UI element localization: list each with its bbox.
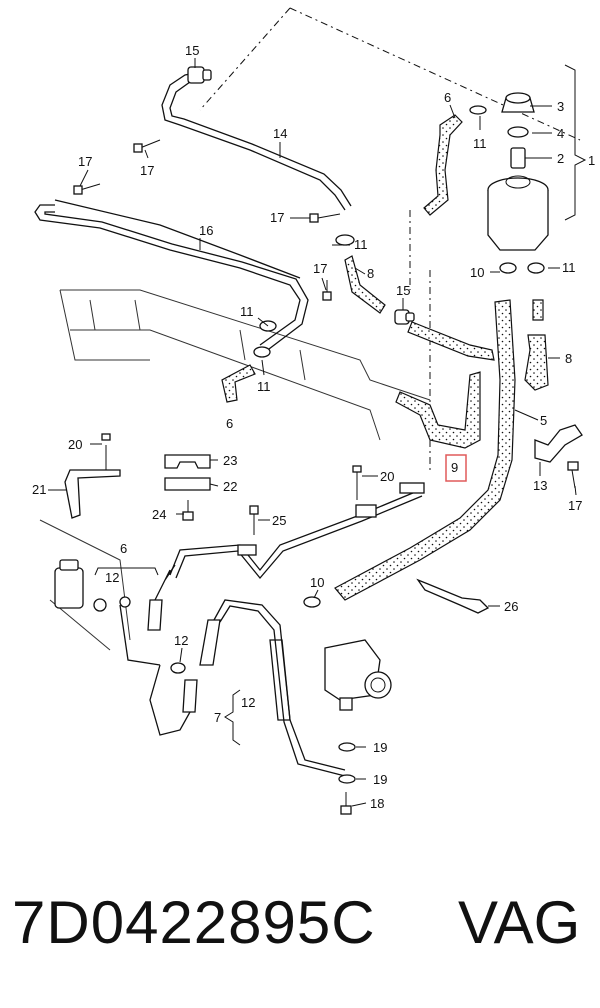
reference-lines xyxy=(199,7,581,470)
part-number-caption: 7D0422895C xyxy=(12,889,376,956)
hose-6-upper xyxy=(423,114,463,216)
hose-stub-right xyxy=(532,299,544,321)
fitting-15-center xyxy=(394,309,415,325)
callout-7: 7 xyxy=(214,710,221,725)
callout-14: 14 xyxy=(273,126,287,141)
steering-pump xyxy=(324,639,392,711)
callout-11-d: 11 xyxy=(473,136,487,151)
callout-17-d: 17 xyxy=(313,261,327,276)
leader-lines xyxy=(48,58,577,807)
callout-6-a: 6 xyxy=(444,90,451,105)
callout-11-b: 11 xyxy=(240,304,254,319)
hose-to-reservoir xyxy=(407,321,495,361)
callout-17-c: 17 xyxy=(270,210,284,225)
clip-13 xyxy=(534,424,583,463)
callout-5: 5 xyxy=(540,413,547,428)
callout-11-a: 11 xyxy=(354,237,368,252)
callout-17-a: 17 xyxy=(140,163,154,178)
hose-12-right xyxy=(199,599,346,777)
callout-2: 2 xyxy=(557,151,564,166)
callout-23: 23 xyxy=(223,453,237,468)
group-braces xyxy=(94,64,587,746)
callout-12-a: 12 xyxy=(105,570,119,585)
callout-15-center: 15 xyxy=(396,283,410,298)
callout-8-b: 8 xyxy=(565,351,572,366)
callout-20-b: 20 xyxy=(380,469,394,484)
callout-21: 21 xyxy=(32,482,46,497)
callout-11-c: 11 xyxy=(257,379,271,394)
callout-labels: 15 14 17 17 17 11 16 17 8 15 11 11 6 6 1… xyxy=(32,43,595,811)
cable-tie-26 xyxy=(416,578,490,614)
hose-6-left xyxy=(221,364,256,403)
callout-1: 1 xyxy=(588,153,595,168)
brand-caption: VAG xyxy=(458,889,581,956)
callout-22: 22 xyxy=(223,479,237,494)
callout-18: 18 xyxy=(370,796,384,811)
hose-8-center xyxy=(344,255,386,314)
callout-8-a: 8 xyxy=(367,266,374,281)
callout-3: 3 xyxy=(557,99,564,114)
reservoir xyxy=(487,92,549,251)
callout-16: 16 xyxy=(199,223,213,238)
bracket-21 xyxy=(64,469,121,519)
callout-19-a: 19 xyxy=(373,740,387,755)
callout-24: 24 xyxy=(152,507,166,522)
part-9-highlight-box xyxy=(445,454,467,482)
hose-14 xyxy=(161,71,352,211)
power-steering-exploded-diagram: 15 14 17 17 17 11 16 17 8 15 11 11 6 6 1… xyxy=(32,7,595,815)
hose-12-left xyxy=(119,564,198,736)
bolts xyxy=(73,139,579,815)
callout-6-c: 6 xyxy=(120,541,127,556)
callout-17-b: 17 xyxy=(78,154,92,169)
hose-5 xyxy=(334,299,516,601)
callout-13: 13 xyxy=(533,478,547,493)
hose-9 xyxy=(395,371,481,449)
callout-17-e: 17 xyxy=(568,498,582,513)
callout-11-e: 11 xyxy=(562,260,576,275)
hose-8-right xyxy=(524,334,549,391)
callout-12-c: 12 xyxy=(241,695,255,710)
callout-10-b: 10 xyxy=(310,575,324,590)
washers-19 xyxy=(338,742,356,784)
clip-22-23 xyxy=(164,454,211,491)
callout-25: 25 xyxy=(272,513,286,528)
steering-rack-left xyxy=(54,559,131,612)
callout-20-a: 20 xyxy=(68,437,82,452)
fitting-15-top xyxy=(187,66,212,84)
callout-12-b: 12 xyxy=(174,633,188,648)
callout-9: 9 xyxy=(451,460,458,475)
callout-19-b: 19 xyxy=(373,772,387,787)
chassis-frame xyxy=(39,289,431,651)
pressure-line-steel xyxy=(169,482,425,580)
callout-10-a: 10 xyxy=(470,265,484,280)
callout-15-top: 15 xyxy=(185,43,199,58)
callout-6-b: 6 xyxy=(226,416,233,431)
callout-26: 26 xyxy=(504,599,518,614)
callout-4: 4 xyxy=(557,126,564,141)
